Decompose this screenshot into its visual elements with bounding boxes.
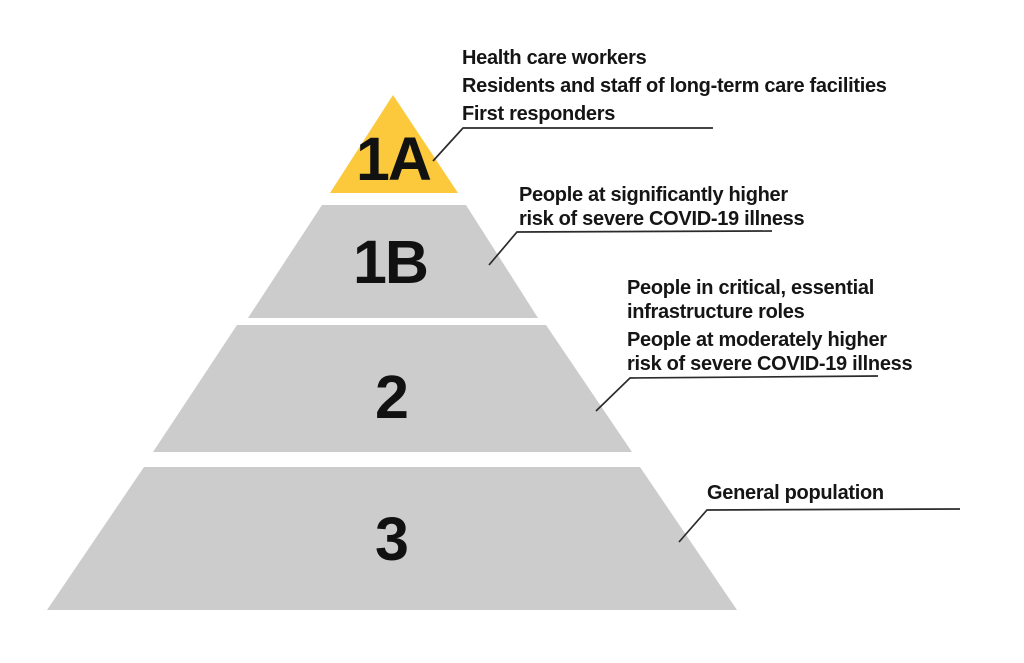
tier-3-shape (47, 467, 737, 610)
callout-line: risk of severe COVID-19 illness (519, 208, 805, 230)
tier-1b-shape (248, 205, 538, 318)
tier-3-label: 3 (375, 505, 409, 573)
callout-1a: Health care workers Residents and staff … (462, 44, 887, 128)
tier-1b-label: 1B (353, 228, 429, 296)
callout-2b: People at moderately higher risk of seve… (627, 328, 913, 376)
callout-3: General population (707, 481, 884, 505)
tier-1a-shape (330, 95, 458, 193)
tier-2-shape (153, 325, 632, 452)
tier-1a-label: 1A (356, 125, 432, 193)
callout-line: People at moderately higher (627, 329, 887, 351)
callout-line: Residents and staff of long-term care fa… (462, 75, 887, 97)
callout-line: People at significantly higher (519, 184, 788, 206)
callout-line: risk of severe COVID-19 illness (627, 353, 913, 375)
leader-line-1a (432, 127, 713, 162)
callout-line: infrastructure roles (627, 301, 805, 323)
callout-line: Health care workers (462, 47, 647, 69)
callout-line: First responders (462, 103, 616, 125)
leader-line-3 (678, 508, 961, 543)
callout-line: General population (707, 482, 884, 504)
callout-line: People in critical, essential (627, 277, 874, 299)
leader-line-2 (595, 375, 879, 412)
callout-2a: People in critical, essential infrastruc… (627, 276, 874, 324)
callout-1b: People at significantly higher risk of s… (519, 183, 805, 231)
leader-line-1b (488, 230, 773, 266)
tier-2-label: 2 (375, 363, 409, 431)
